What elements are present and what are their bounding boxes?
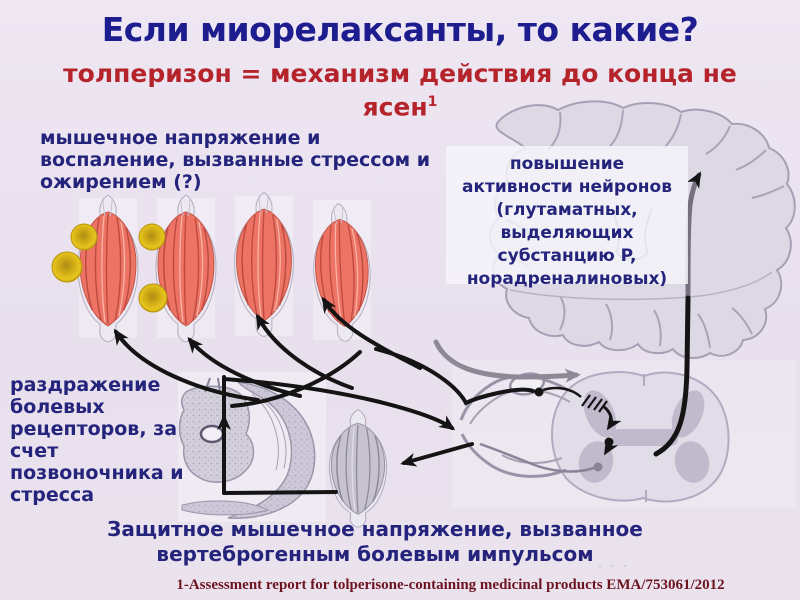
slide-subtitle: толперизон = механизм действия до конца …	[0, 59, 800, 121]
inflammation-dot	[138, 283, 168, 313]
footnote-reference: 1-Assessment report for tolperisone-cont…	[176, 577, 725, 593]
arrow-to-muscle-1	[113, 328, 260, 402]
watermark-dots: - - -	[598, 561, 631, 572]
arrow-to-muscle-2	[187, 336, 302, 398]
slide-title: Если миорелаксанты, то какие?	[101, 10, 699, 49]
pathway-arrows	[113, 171, 702, 495]
inflammation-dot	[70, 223, 98, 251]
neural-circuit	[479, 386, 622, 473]
arrow-cord-to-muscle	[400, 442, 474, 467]
relaxed-muscle-illustration	[328, 408, 388, 528]
caption-protective-tension: Защитное мышечное напряжение, вызванное …	[107, 517, 643, 566]
label-muscle-stress: мышечное напряжение и воспаление, вызван…	[40, 127, 431, 193]
arrow-to-muscle-3	[256, 313, 354, 390]
arrow-to-muscle-4	[321, 296, 422, 370]
arrow-trunk-to-cord	[374, 347, 535, 406]
label-pain-receptors: раздражение болевых рецепторов, за счет …	[10, 374, 184, 506]
subtitle-line-1: толперизон = механизм действия до конца …	[63, 59, 737, 88]
inflammation-dot	[51, 251, 83, 283]
subtitle-superscript: 1	[427, 94, 438, 110]
arrow-spine-to-root	[222, 377, 456, 431]
subtitle-line-2: ясен1	[362, 92, 438, 122]
arrow-brain-ascending-upper	[685, 171, 702, 303]
spine-bottom-line	[222, 490, 338, 495]
neurons-activity-box: повышение активности нейронов (глутаматн…	[446, 146, 688, 289]
inflammation-dots	[51, 223, 168, 313]
inflammation-dot	[138, 223, 166, 251]
synapse-hatches	[581, 394, 608, 413]
arrow-brain-descending	[653, 295, 691, 457]
arrow-box-to-cord	[433, 339, 581, 383]
torso-cross-section-illustration	[178, 377, 316, 519]
